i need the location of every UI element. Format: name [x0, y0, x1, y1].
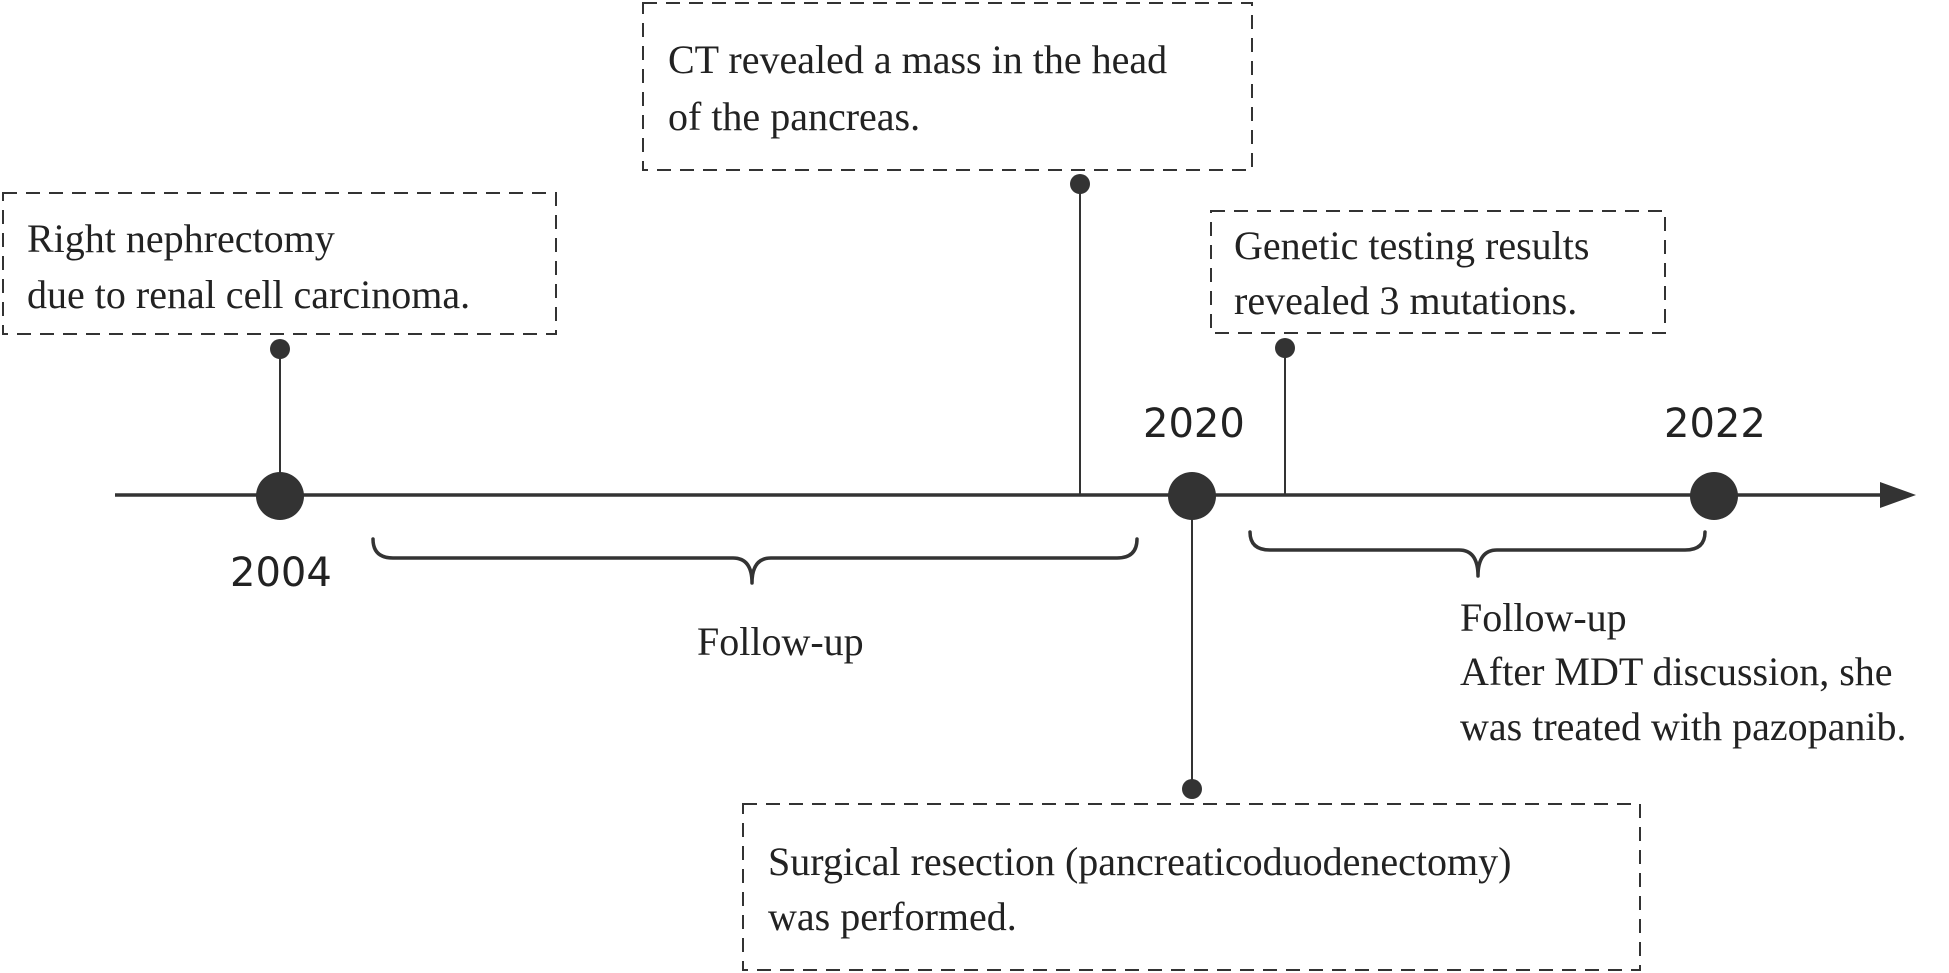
event-text-genetic-testing-line2: revealed 3 mutations. [1234, 278, 1577, 323]
timeline-arrowhead [1880, 482, 1916, 508]
year-label-2020: 2020 [1143, 401, 1245, 447]
followup-label-2-line3: was treated with pazopanib. [1460, 704, 1907, 749]
event-text-nephrectomy-line2: due to renal cell carcinoma. [27, 272, 470, 317]
followup-bracket-2 [1248, 530, 1707, 578]
event-dot-surgery [1182, 779, 1202, 799]
year-label-2022: 2022 [1664, 401, 1766, 447]
year-label-2004: 2004 [230, 550, 332, 596]
event-text-surgery-line1: Surgical resection (pancreaticoduodenect… [768, 839, 1511, 884]
event-text-ct-mass-line1: CT revealed a mass in the head [668, 37, 1167, 82]
followup-label-2-line2: After MDT discussion, she [1460, 649, 1893, 694]
event-text-ct-mass-line2: of the pancreas. [668, 94, 920, 139]
event-box-genetic-testing [1210, 210, 1666, 334]
followup-bracket-1 [371, 537, 1139, 585]
event-box-ct-mass [642, 2, 1253, 171]
followup-label-2: Follow-up [1460, 595, 1627, 640]
event-box-surgery [742, 803, 1641, 971]
event-text-surgery-line2: was performed. [768, 894, 1017, 939]
event-text-genetic-testing-line1: Genetic testing results [1234, 223, 1589, 268]
followup-label-1: Follow-up [697, 619, 864, 664]
year-marker-2004 [256, 472, 304, 520]
event-box-nephrectomy [2, 192, 557, 335]
event-text-nephrectomy-line1: Right nephrectomy [27, 216, 335, 261]
year-marker-2022 [1690, 472, 1738, 520]
